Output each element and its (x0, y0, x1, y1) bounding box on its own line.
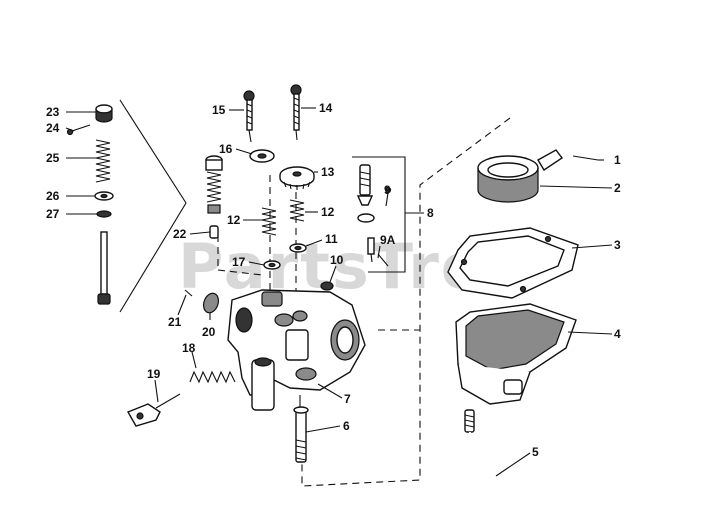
left-group-bracket (119, 99, 187, 313)
part-26-washer (94, 191, 114, 201)
callout-12-right: 12 (321, 205, 335, 219)
part-12-spring-left (261, 207, 277, 236)
callout-5: 5 (532, 445, 539, 459)
callout-23: 23 (46, 105, 60, 119)
part-1-pin (572, 155, 599, 161)
callout-labels: 1 2 3 4 5 6 7 8 9 9A 10 11 12 12 13 14 1… (46, 101, 621, 459)
part-22-adjust-screw (205, 155, 223, 239)
part-22-shaft (97, 231, 111, 305)
part-19-choke-shaft (126, 393, 181, 427)
part-3-gasket (447, 227, 579, 299)
callout-6: 6 (343, 419, 350, 433)
callout-11: 11 (325, 232, 338, 246)
part-25-spring (95, 139, 111, 183)
part-9-clip (384, 186, 392, 194)
callout-24: 24 (46, 121, 60, 135)
part-15-screw (243, 90, 255, 143)
part-7-carburetor-body (227, 289, 366, 411)
part-24-pin (66, 124, 91, 136)
callout-1: 1 (614, 153, 621, 167)
part-2-float (477, 149, 564, 203)
part-21-screw (184, 289, 193, 297)
part-8-needle-valve (356, 164, 374, 206)
callout-12-left: 12 (227, 213, 241, 227)
leader-lines (65, 107, 613, 477)
part-12-spring-right (289, 199, 305, 222)
part-6-main-jet (293, 406, 309, 463)
part-23-cap (95, 104, 113, 123)
callout-16: 16 (219, 142, 233, 156)
callout-4: 4 (614, 327, 621, 341)
group-8-bracket (352, 156, 424, 273)
callout-9: 9 (384, 183, 391, 197)
part-5-pipe (464, 409, 500, 477)
part-16-nut (249, 149, 275, 163)
callout-17: 17 (232, 255, 246, 269)
callout-10: 10 (330, 253, 344, 267)
part-9a-needle (367, 237, 389, 267)
callout-26: 26 (46, 189, 60, 203)
part-27-ring (96, 210, 112, 218)
part-10-plug (320, 281, 334, 291)
part-17-washer (263, 260, 281, 270)
callout-13: 13 (321, 165, 335, 179)
part-9-washer (357, 213, 375, 223)
part-20-plate (202, 292, 220, 314)
part-11-washer (289, 243, 307, 253)
part-4-float-bowl (455, 303, 577, 405)
callout-2: 2 (614, 181, 621, 195)
callout-25: 25 (46, 151, 60, 165)
callout-9a: 9A (380, 233, 396, 247)
callout-14: 14 (319, 101, 333, 115)
part-13-gear (279, 166, 315, 190)
callout-20: 20 (202, 325, 216, 339)
part-18-spring (189, 370, 236, 384)
callout-21: 21 (168, 315, 182, 329)
callout-19: 19 (147, 367, 161, 381)
callout-7: 7 (344, 392, 351, 406)
callout-8: 8 (427, 206, 434, 220)
callout-18: 18 (182, 341, 196, 355)
callout-3: 3 (614, 238, 621, 252)
callout-27: 27 (46, 207, 60, 221)
callout-15: 15 (212, 103, 226, 117)
part-14-screw (290, 84, 302, 141)
callout-22: 22 (173, 227, 187, 241)
